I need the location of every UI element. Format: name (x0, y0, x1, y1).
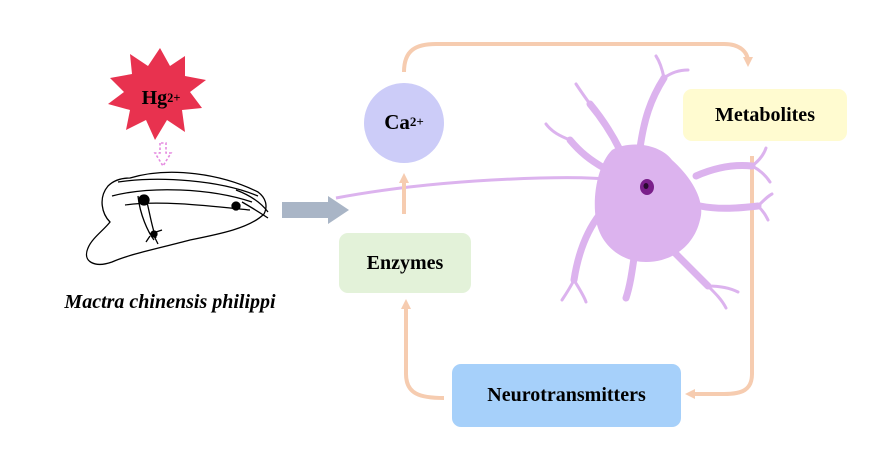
clam-icon (85, 171, 269, 265)
dashed-down-arrow-icon (153, 142, 173, 168)
arrow-neurotransmitters-to-enzymes (401, 299, 445, 400)
cycle-arrows (399, 42, 754, 400)
arrow-ca-to-metabolites (402, 42, 753, 73)
metabolites-label: Metabolites (715, 103, 815, 126)
neuron-icon (544, 54, 774, 310)
ca-symbol: Ca (384, 109, 410, 134)
ca-circle (364, 83, 444, 163)
neurotransmitters-box (452, 364, 681, 427)
flow-arrow-icon (282, 196, 349, 224)
enzymes-label: Enzymes (366, 251, 444, 274)
organism-name: Mactra chinensis philippi (64, 290, 276, 313)
arrow-metabolites-to-neurotransmitters (685, 156, 754, 399)
hg-burst-icon (108, 48, 206, 140)
axon (335, 176, 613, 200)
hg-symbol: Hg (141, 86, 168, 109)
metabolites-box (683, 89, 847, 141)
enzymes-box (339, 233, 471, 293)
neurotransmitters-label: Neurotransmitters (487, 384, 646, 406)
